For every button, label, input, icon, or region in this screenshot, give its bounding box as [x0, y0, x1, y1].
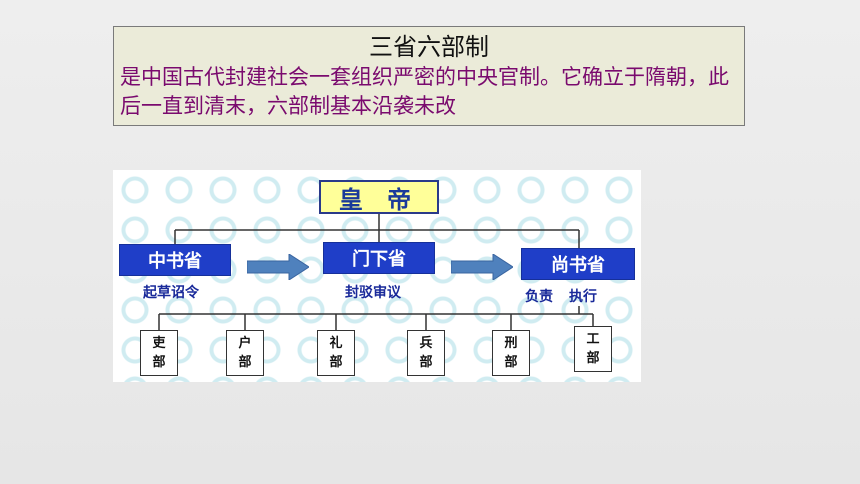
ministry-char: 工 [586, 332, 600, 347]
ministry-xing-justice: 刑 部 [492, 330, 530, 376]
ministry-bing-war: 兵 部 [407, 330, 445, 376]
ministry-char: 礼 [329, 336, 343, 351]
ministry-char: 部 [586, 351, 600, 366]
menxia-node: 门下省 [323, 242, 435, 274]
description-text: 是中国古代封建社会一套组织严密的中央官制。它确立于隋朝，此后一直到清末，六部制基… [120, 65, 729, 118]
ministry-char: 部 [419, 355, 433, 370]
ministry-char: 户 [238, 336, 252, 351]
ministry-char: 吏 [152, 336, 166, 351]
shangshu-node: 尚书省 [521, 248, 635, 280]
ministry-li-personnel: 吏 部 [140, 330, 178, 376]
page-title: 三省六部制 [369, 33, 489, 61]
ministry-char: 部 [329, 355, 343, 370]
title-box: 三省六部制 是中国古代封建社会一套组织严密的中央官制。它确立于隋朝，此后一直到清… [113, 26, 745, 126]
zhongshu-node: 中书省 [119, 244, 231, 276]
org-diagram: 皇 帝 中书省 起草诏令 门下省 封驳审议 尚书省 负责 执行 吏 部 户 部 … [113, 170, 641, 382]
menxia-role: 封驳审议 [345, 285, 401, 301]
ministry-char: 部 [238, 355, 252, 370]
emperor-node: 皇 帝 [319, 180, 439, 214]
connector-lines [158, 214, 594, 330]
ministry-char: 部 [504, 355, 518, 370]
shangshu-role-b: 执行 [569, 289, 597, 305]
shangshu-role-a: 负责 [525, 289, 553, 305]
ministry-char: 部 [152, 355, 166, 370]
ministry-char: 刑 [504, 336, 518, 351]
ministry-gong-works: 工 部 [574, 326, 612, 372]
arrow-right-icon [451, 254, 513, 280]
ministry-hu-revenue: 户 部 [226, 330, 264, 376]
zhongshu-role: 起草诏令 [143, 285, 199, 301]
ministry-li-rites: 礼 部 [317, 330, 355, 376]
ministry-char: 兵 [419, 336, 433, 351]
arrow-right-icon [247, 254, 309, 280]
